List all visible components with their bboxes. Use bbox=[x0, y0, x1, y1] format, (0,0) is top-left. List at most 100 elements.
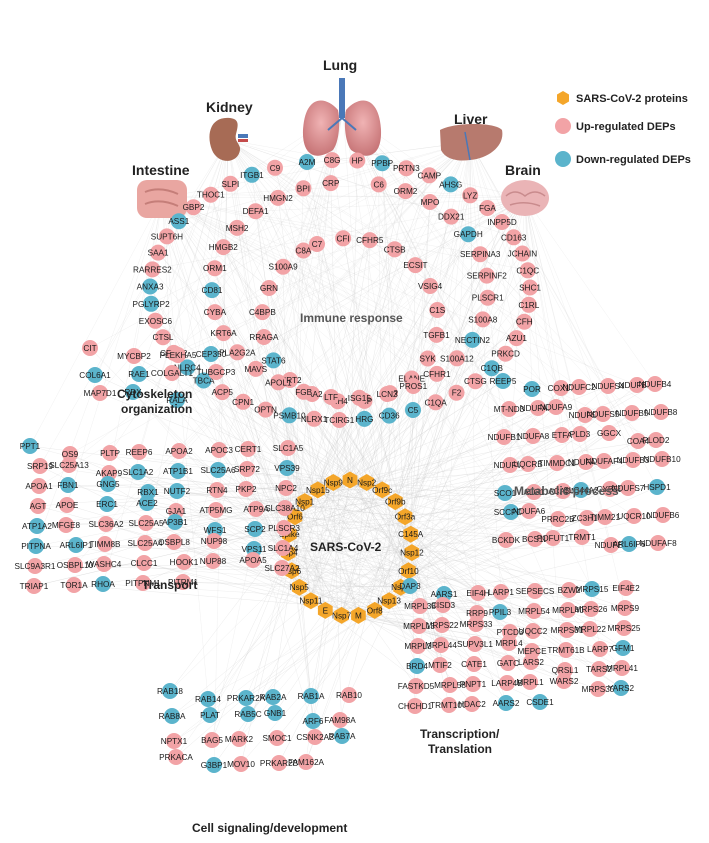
edge bbox=[29, 197, 163, 447]
edge bbox=[177, 470, 289, 553]
cluster-label-cytoskeleton-2: organization bbox=[121, 402, 192, 416]
node-marker bbox=[590, 681, 606, 697]
protein-node-c9: C9 bbox=[267, 159, 283, 176]
edge bbox=[268, 287, 326, 611]
protein-node-msh2: MSH2 bbox=[226, 219, 249, 236]
protein-node-hspd1: HSPD1 bbox=[643, 479, 671, 495]
node-label: CD163 bbox=[501, 233, 527, 242]
node-marker bbox=[222, 175, 239, 192]
edge bbox=[408, 570, 510, 644]
edge bbox=[303, 250, 383, 490]
protein-node-nsp11: Nsp11 bbox=[299, 592, 323, 610]
protein-node-reep5: REEP5 bbox=[490, 373, 517, 389]
node-marker bbox=[550, 511, 566, 527]
node-marker bbox=[351, 606, 366, 624]
protein-node-etfa: ETFA bbox=[552, 427, 573, 443]
node-marker bbox=[428, 365, 445, 382]
protein-node-apoe: APOE bbox=[56, 497, 79, 513]
edge bbox=[166, 236, 326, 611]
legend-label-down: Down-regulated DEPs bbox=[576, 154, 691, 166]
node-marker bbox=[240, 441, 256, 457]
node-marker bbox=[206, 757, 222, 773]
protein-node-supt6h: SUPT6H bbox=[151, 228, 183, 245]
node-label: COLGALT1 bbox=[151, 369, 194, 378]
node-label: TARS2 bbox=[586, 665, 612, 674]
edge bbox=[341, 285, 431, 616]
node-label: Nsp12 bbox=[400, 549, 424, 558]
node-label: TIMMDC1 bbox=[538, 459, 576, 468]
protein-node-prkaca: PRKACA bbox=[159, 749, 193, 765]
node-label: BCKDK bbox=[492, 536, 521, 545]
node-marker bbox=[495, 373, 511, 389]
protein-node-lcn2: LCN2 bbox=[377, 386, 398, 402]
edge bbox=[317, 489, 566, 671]
node-label: GAPDH bbox=[454, 230, 483, 239]
node-label: MRPS9 bbox=[611, 604, 640, 613]
edge bbox=[294, 436, 505, 517]
node-label: S100A12 bbox=[440, 354, 474, 363]
node-label: NDUFB4 bbox=[639, 380, 672, 389]
protein-node-fam162a: FAM162A bbox=[288, 754, 325, 770]
protein-node-slc25a4: SLC25A4 bbox=[127, 535, 163, 551]
node-marker bbox=[239, 461, 255, 477]
protein-node-nsp9: Nsp9 bbox=[324, 474, 343, 491]
node-label: FGA bbox=[479, 204, 496, 213]
edge bbox=[382, 163, 401, 588]
node-marker bbox=[503, 504, 519, 520]
edge bbox=[358, 240, 370, 616]
node-label: ORM1 bbox=[203, 264, 227, 273]
node-marker bbox=[162, 683, 178, 699]
edge bbox=[366, 385, 609, 483]
node-label: PITPNA bbox=[21, 542, 51, 551]
protein-node-ndufaf8: NDUFAF8 bbox=[639, 535, 677, 551]
node-marker bbox=[432, 657, 448, 673]
node-marker bbox=[195, 372, 212, 389]
protein-node-orf3a: Orf3a bbox=[395, 508, 416, 526]
node-label: APOA1 bbox=[25, 482, 53, 491]
edge bbox=[75, 544, 326, 611]
edge bbox=[408, 570, 509, 664]
node-marker bbox=[309, 236, 325, 252]
protein-node-ndufa9: NDUFA9 bbox=[540, 399, 573, 415]
edge bbox=[435, 141, 471, 403]
node-marker bbox=[97, 536, 113, 552]
protein-node-g3bp1: G3BP1 bbox=[201, 757, 228, 773]
node-marker bbox=[298, 754, 314, 770]
protein-node-tcirg1: TCIRG1 bbox=[324, 412, 355, 428]
node-marker bbox=[572, 426, 588, 442]
protein-node-mrpl22: MRPL22 bbox=[574, 621, 606, 637]
node-label: SLC44A2 bbox=[563, 486, 598, 495]
protein-node-mrpl38: MRPL38 bbox=[404, 598, 436, 614]
protein-node-rtn4: RTN4 bbox=[206, 482, 228, 498]
protein-node-ndufc2: NDUFC2 bbox=[562, 379, 596, 395]
protein-node-timm8b: TIMM8B bbox=[90, 536, 121, 552]
edge bbox=[227, 139, 510, 644]
node-marker bbox=[522, 279, 538, 296]
node-marker bbox=[647, 376, 663, 392]
protein-node-rab10: RAB10 bbox=[336, 687, 362, 703]
protein-node-pofut1: POFUT1 bbox=[537, 530, 570, 546]
node-marker bbox=[499, 675, 515, 691]
node-marker bbox=[200, 691, 216, 707]
node-label: NUP98 bbox=[201, 537, 228, 546]
edge bbox=[65, 501, 396, 526]
node-label: CERT1 bbox=[235, 445, 262, 454]
edge bbox=[106, 503, 411, 535]
node-label: RAB1A bbox=[298, 692, 325, 701]
node-label: INPP5D bbox=[487, 218, 517, 227]
edge bbox=[255, 197, 526, 212]
node-label: C9 bbox=[270, 164, 281, 173]
edge bbox=[207, 489, 383, 700]
node-label: MPO bbox=[421, 198, 440, 207]
edge bbox=[388, 600, 418, 667]
node-label: SERPINF2 bbox=[467, 272, 507, 281]
node-label: MRPS15 bbox=[576, 585, 609, 594]
node-label: GGCX bbox=[597, 429, 622, 438]
protein-node-triap1: TRIAP1 bbox=[20, 578, 49, 594]
node-marker bbox=[516, 313, 533, 330]
node-label: LARS2 bbox=[518, 658, 544, 667]
node-marker bbox=[573, 482, 589, 498]
node-marker bbox=[211, 442, 227, 458]
protein-node-sccpdh: SCCPDH bbox=[494, 504, 528, 520]
